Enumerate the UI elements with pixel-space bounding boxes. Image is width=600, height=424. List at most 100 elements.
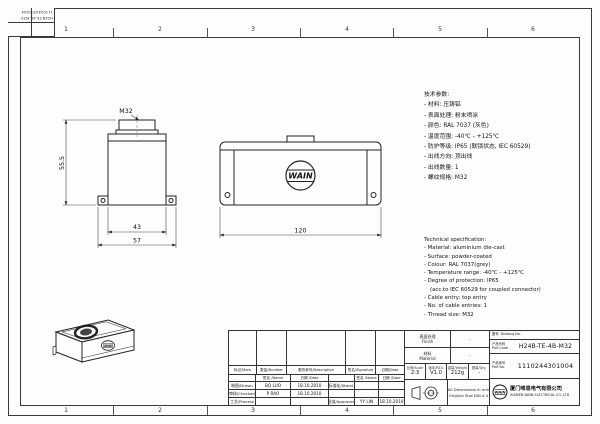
gland-boss-front [286,135,315,143]
drawing-no-cell: 图号 Drawing No. [490,331,579,339]
sign-date [379,390,404,397]
grid-tick [300,406,301,415]
identification-table: 图号 Drawing No. 产品代码 Part Code H24B-TE-4B… [490,331,579,405]
corner-part-no: 1110244301004 [21,10,53,16]
sign-name [355,382,378,389]
grid-tick [207,406,208,415]
sign-header-cell [329,375,354,381]
sign-name [256,398,290,405]
dim-label-length: 120 [294,228,306,235]
specs-cn-title: 技术参数: [424,92,450,98]
spec-line: (acc.to IEC 60529 for coupled connector) [430,286,541,293]
sign-header-cell: 日期 /Date [291,375,328,381]
spec-line: - 温度范围: -40℃ - +125℃ [424,133,500,140]
spec-line: - Colour: RAL 7037(grey) [424,261,491,268]
sign-header-cell [229,375,255,381]
spec-line: - Surface: powder-coated [424,253,492,260]
corner-filing-text: H24B-TE-4B-M32 1110244301004 [9,9,53,22]
dim-label-thread: M32 [119,108,132,115]
grid-ref: 2 [158,407,162,414]
finish-value: - [451,331,489,347]
grid-tick [393,28,394,37]
sign-role: 批准/Approved [329,398,354,405]
sign-header-cell: 签名 /Name [256,375,290,381]
wain-logo-circle [285,160,316,191]
front-view [219,135,382,206]
specs-en-title: Technical specification: [424,237,487,243]
svg-text:WAIN: WAIN [495,391,506,395]
revision-empty-cell [376,331,404,365]
grid-ref: 3 [251,26,255,33]
grid-tick [113,406,114,415]
part-no-value: 1110244301004 [517,362,574,370]
sign-role: 审核/Checked [229,390,255,397]
grid-tick [487,406,488,415]
iso-gland-ring [73,324,99,340]
tech-specs-english: Technical specification: - Material: alu… [424,236,576,319]
hood-body-side [107,133,167,206]
sign-role: 制图/Drawn [229,382,255,389]
finish-label: 表面处理 Finish [405,331,450,347]
tech-specs-chinese: 技术参数: - 材料: 压铸铝 - 表面处理: 粉末喷涂 - 颜色: RAL 7… [424,90,576,184]
scale-cell: 比例/Scale 2:3 [405,364,425,379]
part-code-value: H24B-TE-4B-M32 [518,343,573,350]
revision-header: 日期/Date [376,366,404,374]
revision-header: 标记/Mark [229,366,256,374]
sign-name: YY LIN [355,398,378,405]
iso-logo-circle [101,340,115,351]
spec-line: - 材料: 压铸铝 [424,102,461,109]
projection-symbol-icon [411,385,440,400]
sign-name: P RAO [256,390,290,397]
dimension-note: All Dimensions in mm Original Size DIN A… [448,380,489,405]
spec-line: - 出线方向: 顶出线 [424,154,473,161]
qty-cell: 数量/Qty. - [469,364,489,379]
corner-divider [31,8,32,37]
sign-role [329,390,354,397]
grid-ref: 1 [64,26,68,33]
revision-empty-cell [257,331,286,365]
projection-symbol-cell [405,380,447,405]
grid-ref: 4 [345,26,349,33]
grid-ref: 1 [64,407,68,414]
dim-label-flange-width: 57 [133,238,141,245]
grid-ref: 5 [438,407,442,414]
spec-line: - No. of cable entries: 1 [424,303,488,310]
drawing-canvas: M32 55.5 43 57 WAIN 120 [52,108,382,363]
sign-date [379,382,404,389]
spec-line: - 颜色: RAL 7037 (灰色) [424,123,489,130]
corner-part-code: H24B-TE-4B-M32 [21,16,53,21]
revision-signature-table: 标记/Mark 数量/Number 更改单号/Description 签名/Si… [229,331,404,405]
sign-role: 标准化/Stand. [329,382,354,389]
grid-ref: 2 [158,26,162,33]
iso-view [52,319,136,363]
grid-tick [300,28,301,37]
spec-line: - Degree of protection: IP65 [424,278,499,285]
revision-header: 更改单号/Description [287,366,345,374]
sign-name: BQ LUO [256,382,290,389]
title-block: 标记/Mark 数量/Number 更改单号/Description 签名/Si… [228,330,580,406]
spec-line: - Material: aluminium die-cast [424,245,505,252]
spec-line: - Cable entry: top entry [424,295,487,302]
iso-front-face [81,329,135,363]
sign-name [355,390,378,397]
sign-date: 18.10.2010 [291,390,328,397]
company-name-en: XIAMEN WAIN ELECTRICAL CO.,LTD [510,393,570,398]
iso-lug [52,345,57,356]
sign-role: 工艺/Process [229,398,255,405]
dim-label-body-width: 43 [133,224,141,231]
rev-cell: 版本/REV. V1.0 [426,364,446,379]
spec-line: - Thread size: M32 [424,311,474,318]
mount-lug-left [97,195,109,206]
grid-tick [393,406,394,415]
spec-line: - Temperature range: -40℃ - +125℃ [424,270,524,277]
grid-tick [487,28,488,37]
company-cell: WAIN 厦门唯恩电气有限公司 XIAMEN WAIN ELECTRICAL C… [490,379,579,405]
grid-tick [113,28,114,37]
material-label: 材料 Material [405,348,450,363]
properties-table: 表面处理 Finish - 材料 Material - 比例/Scale 2:3… [405,331,489,405]
sign-date: 18.10.2010 [291,382,328,389]
revision-header: 数量/Number [257,366,286,374]
revision-header: 签名/Signature [346,366,375,374]
grid-ref: 5 [438,26,442,33]
